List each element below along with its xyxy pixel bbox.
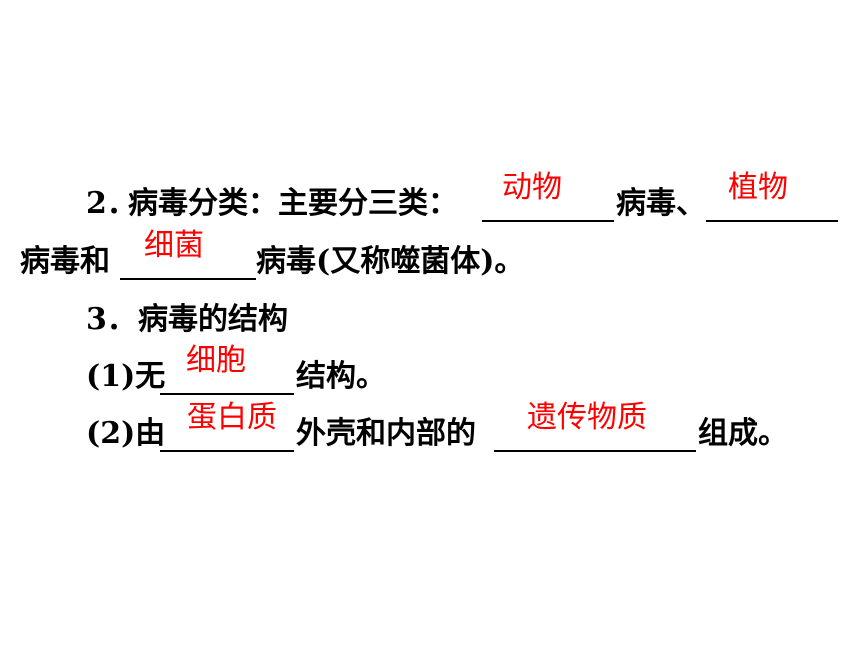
- blank-bacteria: [120, 278, 256, 280]
- answer-protein: 蛋白质: [187, 400, 277, 435]
- answer-genetic-material: 遗传物质: [527, 400, 647, 435]
- blank-genetic-material: [494, 450, 696, 452]
- answer-bacteria: 细菌: [144, 228, 204, 263]
- item-3-sub-2-middle-text: 外壳和内部的: [296, 416, 476, 451]
- blank-cell: [160, 393, 294, 395]
- item-3-sub-2-label: (2)由: [86, 416, 166, 451]
- item-3-heading: 病毒的结构: [138, 302, 288, 337]
- blank-plant: [706, 220, 838, 222]
- blank-protein: [160, 450, 294, 452]
- item-2-after-animal-text: 病毒、: [616, 186, 706, 221]
- item-2-number: 2．: [86, 186, 137, 221]
- item-3-number: 3．: [86, 302, 137, 337]
- answer-animal: 动物: [502, 170, 562, 205]
- answer-plant: 植物: [728, 170, 788, 205]
- item-3-sub-1-label: (1)无: [86, 359, 166, 394]
- item-3-sub-1-end-text: 结构。: [296, 359, 386, 394]
- item-3-sub-2-end-text: 组成。: [698, 416, 788, 451]
- blank-animal: [482, 220, 614, 222]
- item-2-lead-text: 病毒分类：主要分三类：: [128, 186, 458, 221]
- item-2-line2-start-text: 病毒和: [20, 244, 110, 279]
- answer-cell: 细胞: [186, 343, 246, 378]
- item-2-line2-end-text: 病毒(又称噬菌体)。: [256, 244, 525, 279]
